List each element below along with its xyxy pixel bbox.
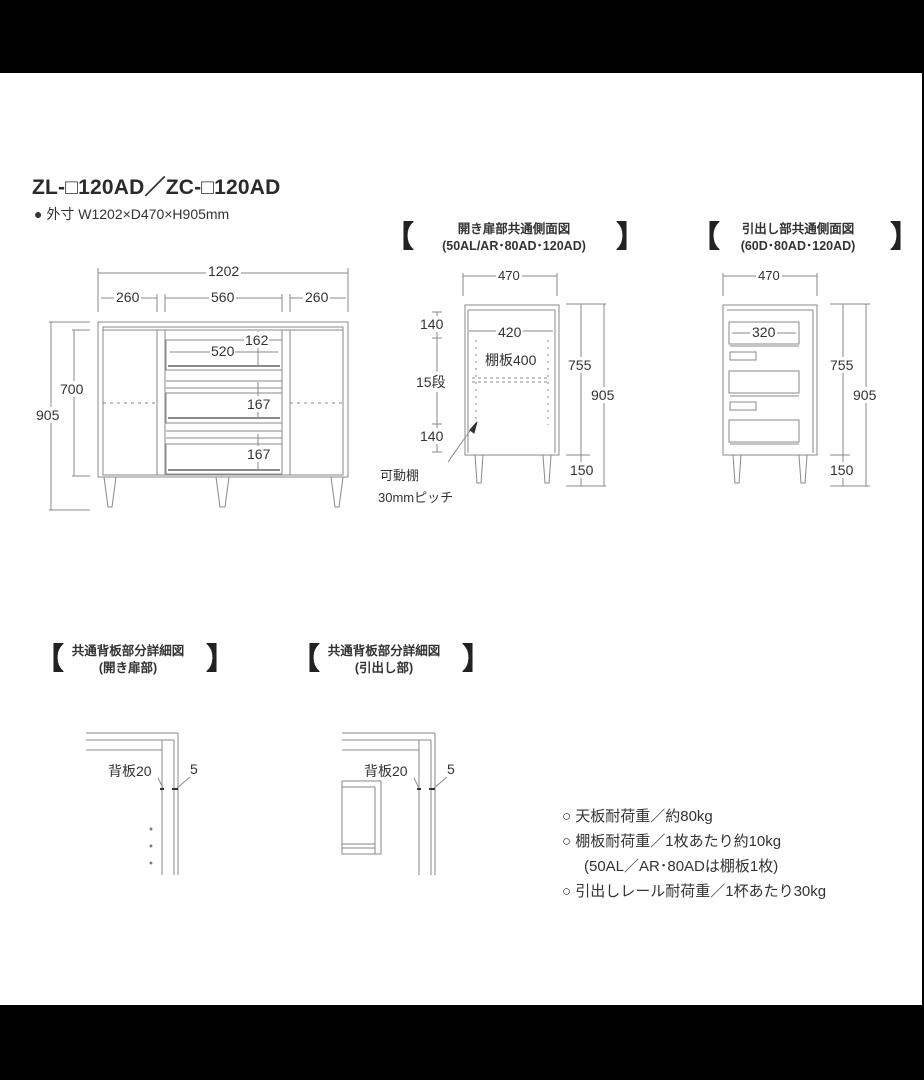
dimensions-text: 外寸 W1202×D470×H905mm — [46, 206, 230, 222]
drawer-width-label: 520 — [210, 343, 236, 359]
note-shelf-exception: (50AL／AR･80ADは棚板1枚) — [562, 854, 826, 879]
bracket-right: 】 — [616, 220, 646, 255]
bracket-right: 】 — [890, 220, 920, 255]
door-side-title-line2: (50AL/AR･80AD･120AD) — [442, 239, 586, 253]
back-drawer-gap-label: 5 — [447, 761, 455, 777]
inner-depth-label: 420 — [496, 324, 524, 340]
shelf-pitch-label: 30mmピッチ — [378, 490, 454, 505]
drawer-leg-height-label: 150 — [830, 462, 854, 478]
door-side-depth-label: 470 — [496, 268, 522, 283]
back-door-board-label: 背板20 — [108, 763, 152, 779]
back-drawer-title-line2: (引出し部) — [354, 661, 414, 675]
center-width-label: 560 — [209, 289, 237, 305]
top-margin-label: 140 — [420, 316, 444, 332]
door-body-height-label: 755 — [568, 357, 592, 373]
product-title: ZL-□120AD／ZC-□120AD — [32, 176, 281, 199]
drawer-height-3-label: 167 — [246, 446, 272, 462]
shelf-depth-label: 棚板400 — [483, 350, 539, 370]
note-top-load: ○ 天板耐荷重／約80kg — [562, 804, 826, 829]
drawer-side-depth-label: 470 — [756, 268, 782, 283]
overall-height-label: 905 — [36, 407, 60, 423]
drawer-depth-label: 320 — [750, 324, 778, 340]
back-door-title-line1: 共通背板部分詳細図 — [71, 644, 185, 658]
bullet-icon: ● — [34, 206, 43, 222]
drawing-sheet — [0, 73, 922, 1005]
left-door-width-label: 260 — [114, 289, 142, 305]
bracket-right: 】 — [462, 642, 492, 677]
back-drawer-title-line1: 共通背板部分詳細図 — [327, 644, 441, 658]
drawer-total-height-label: 905 — [853, 387, 877, 403]
outer-dimensions: ● 外寸 W1202×D470×H905mm — [34, 204, 229, 224]
circle-bullet-icon: ○ — [562, 833, 572, 850]
note-drawer-rail-load: ○ 引出しレール耐荷重／1杯あたり30kg — [562, 879, 826, 904]
door-total-height-label: 905 — [591, 387, 615, 403]
back-drawer-board-label: 背板20 — [364, 763, 408, 779]
drawer-height-1-label: 162 — [244, 332, 270, 348]
steps-label: 15段 — [416, 372, 446, 392]
note-text: 棚板耐荷重／1枚あたり約10kg — [575, 833, 782, 850]
bracket-left: 【 — [34, 642, 64, 677]
load-notes: ○ 天板耐荷重／約80kg ○ 棚板耐荷重／1枚あたり約10kg (50AL／A… — [562, 804, 826, 904]
drawer-side-title-line1: 引出し部共通側面図 — [741, 222, 855, 236]
back-detail-door-drawing — [86, 732, 191, 875]
note-text: 天板耐荷重／約80kg — [575, 808, 713, 825]
overall-width-label: 1202 — [206, 263, 242, 279]
door-side-view-drawing — [432, 273, 606, 487]
drawer-height-2-label: 167 — [246, 396, 272, 412]
back-door-gap-label: 5 — [190, 761, 198, 777]
drawer-side-title-line2: (60D･80AD･120AD) — [740, 239, 856, 253]
back-detail-drawer-drawing — [341, 732, 448, 875]
front-view-drawing — [49, 268, 349, 511]
circle-bullet-icon: ○ — [562, 883, 572, 900]
bracket-left: 【 — [384, 220, 414, 255]
right-door-width-label: 260 — [303, 289, 331, 305]
note-text: 引出しレール耐荷重／1杯あたり30kg — [575, 883, 827, 900]
note-shelf-load: ○ 棚板耐荷重／1枚あたり約10kg — [562, 829, 826, 854]
bracket-left: 【 — [290, 642, 320, 677]
adjustable-shelf-label: 可動棚 — [380, 468, 420, 483]
note-text: (50AL／AR･80ADは棚板1枚) — [584, 858, 779, 875]
body-height-label: 700 — [60, 381, 84, 397]
drawer-side-view-drawing — [722, 273, 870, 487]
door-side-title-line1: 開き扉部共通側面図 — [457, 222, 571, 236]
door-leg-height-label: 150 — [570, 462, 594, 478]
circle-bullet-icon: ○ — [562, 808, 572, 825]
bracket-right: 】 — [206, 642, 236, 677]
back-door-title-line2: (開き扉部) — [98, 661, 158, 675]
bottom-margin-label: 140 — [420, 428, 444, 444]
drawer-body-height-label: 755 — [830, 357, 854, 373]
bracket-left: 【 — [690, 220, 720, 255]
